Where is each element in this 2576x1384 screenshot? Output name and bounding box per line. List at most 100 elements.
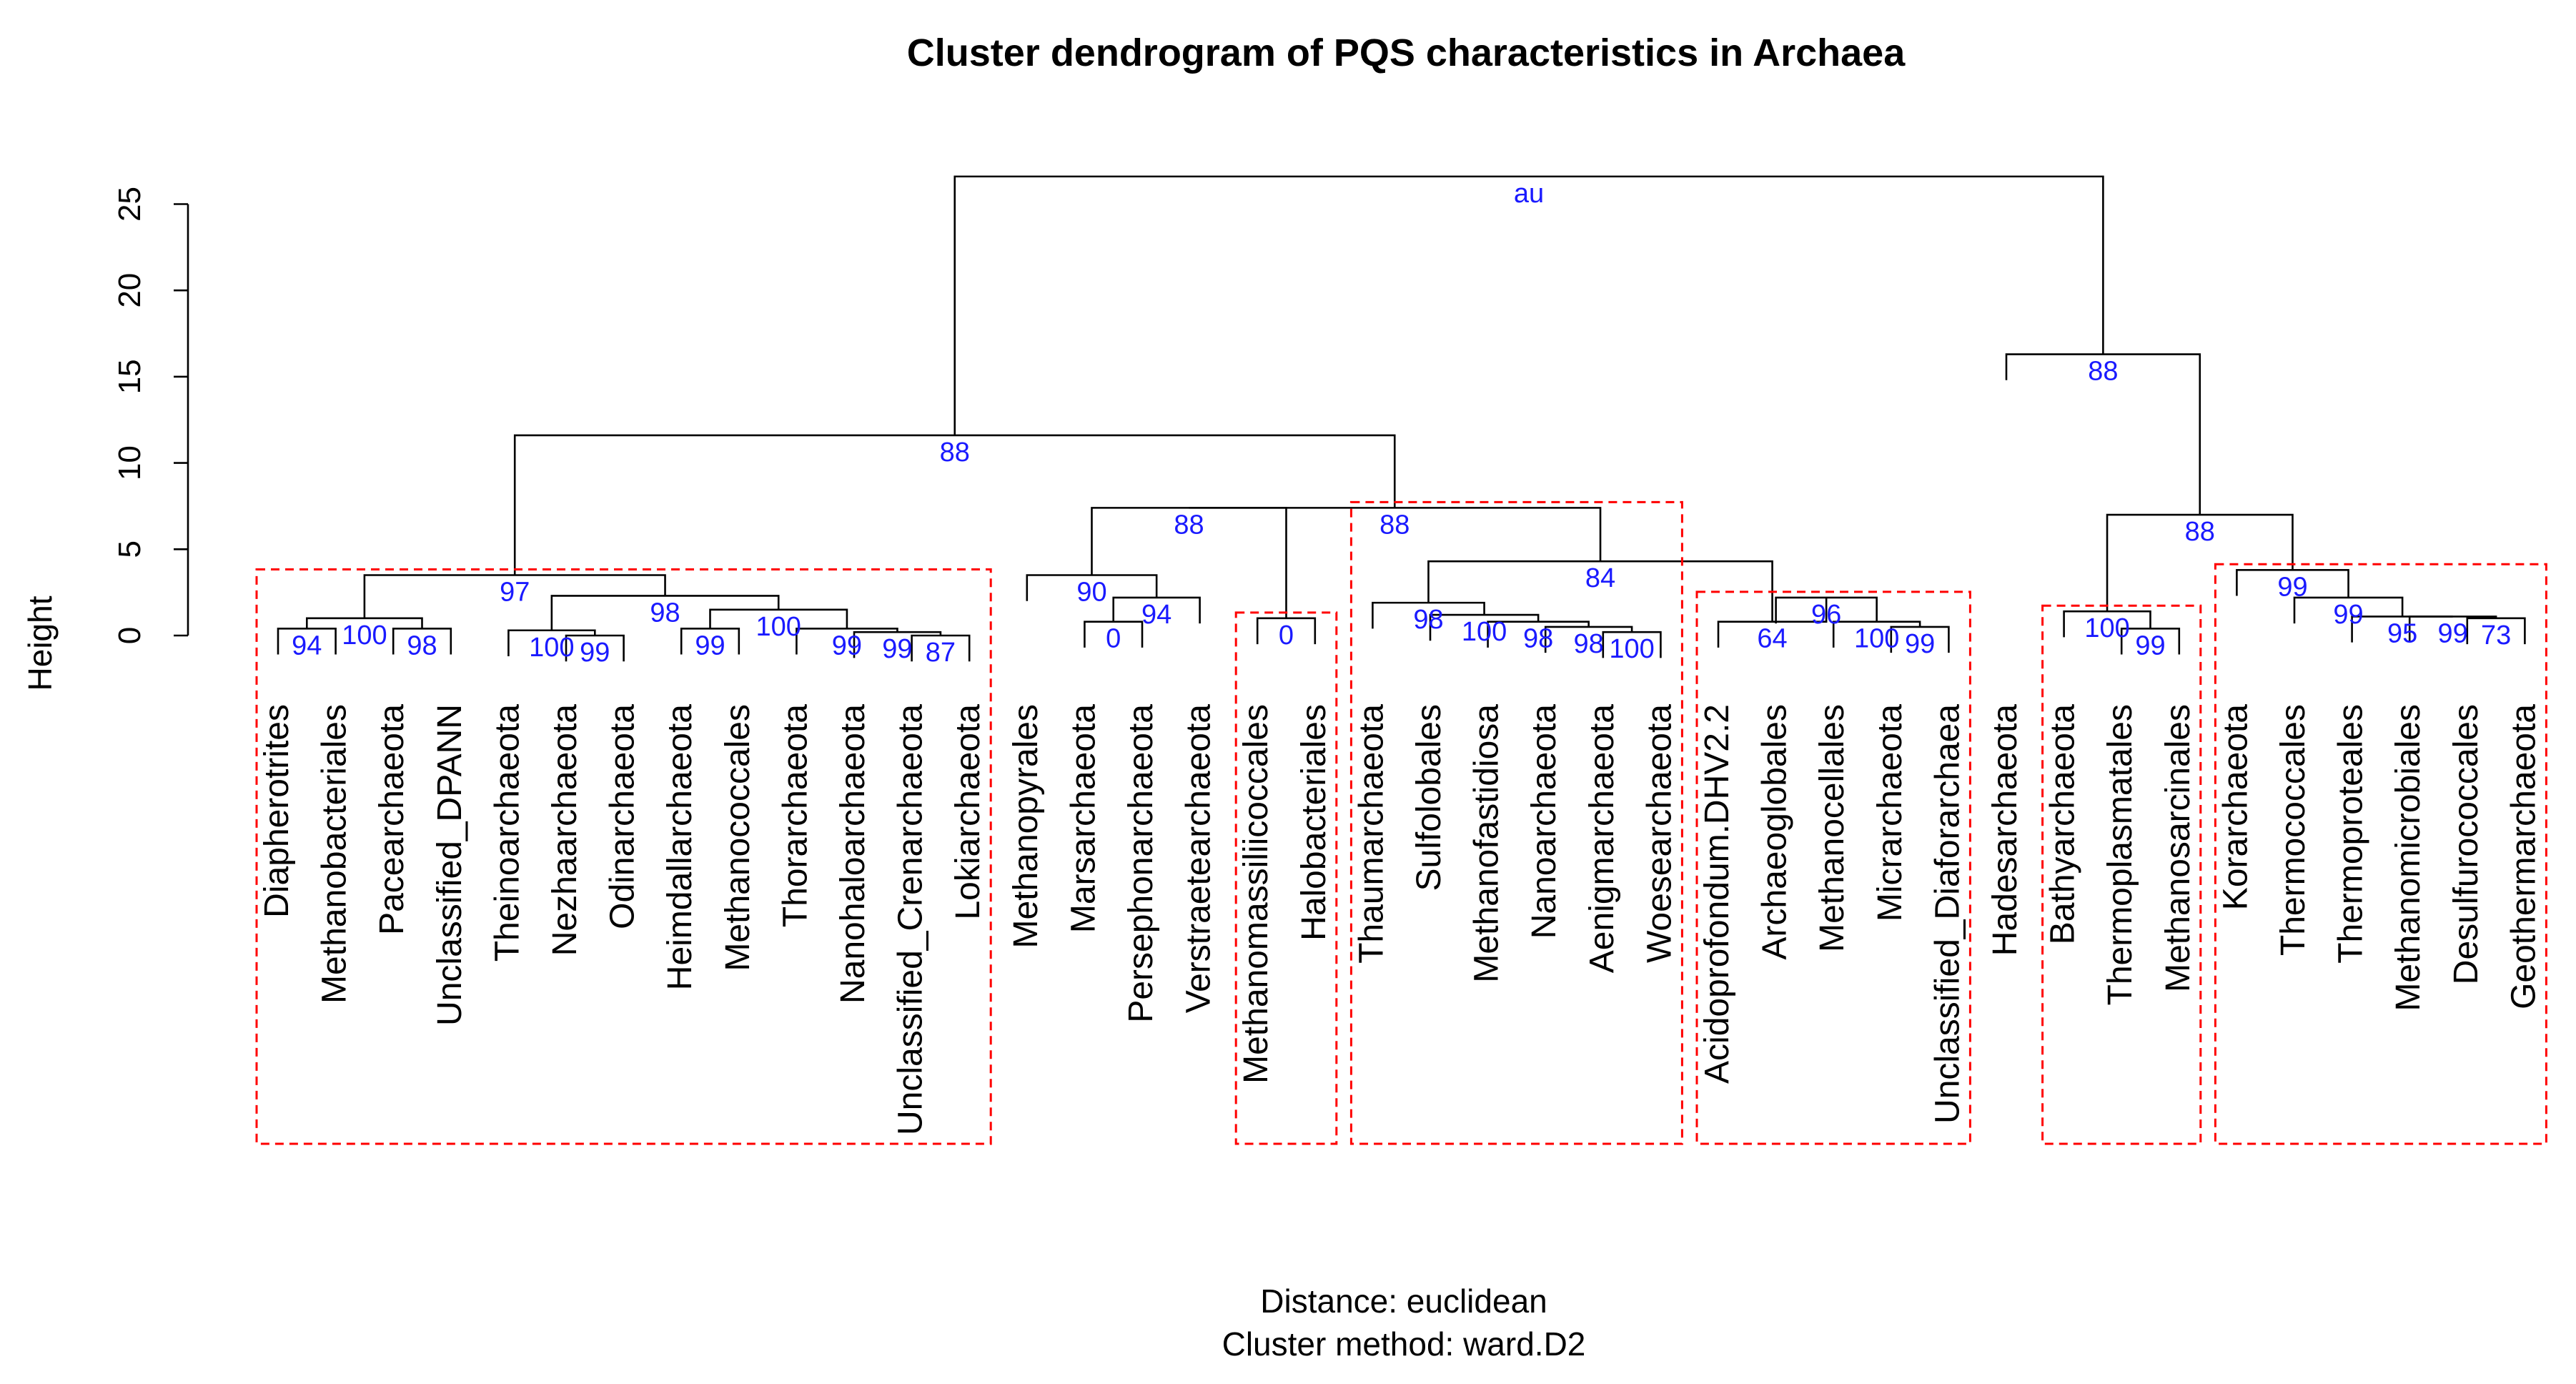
leaf-label: Woesearchaeota — [1640, 704, 1678, 963]
leaf-label: Korarchaeota — [2216, 704, 2254, 910]
y-axis-tick-label: 20 — [112, 273, 147, 308]
leaf-label: Aenigmarchaeota — [1583, 704, 1621, 974]
leaf-label: Nanohaloarchaeota — [834, 704, 872, 1004]
au-pvalue-label: 94 — [1141, 600, 1171, 630]
leaf-label: Lokiarchaeota — [949, 704, 987, 920]
au-pvalue-label: 98 — [407, 631, 437, 661]
au-pvalue-label: 98 — [650, 598, 680, 628]
dendrogram-links — [277, 175, 2526, 662]
leaf-label: Archaeoglobales — [1756, 704, 1794, 960]
cluster-rectangle — [1234, 611, 1338, 1145]
leaf-label: Theinoarchaeota — [488, 704, 526, 962]
au-pvalue-label: 98 — [1523, 624, 1553, 654]
dendrogram-link — [2351, 616, 2453, 643]
dendrogram-link — [1091, 507, 1287, 618]
y-axis: 0 5 10 15 20 25 Height — [21, 187, 189, 691]
au-pvalue-label: 98 — [1574, 629, 1604, 659]
leaf-label: Geothermarchaeota — [2505, 704, 2542, 1009]
leaf-label: Acidoprofondum.DHV2.2 — [1698, 704, 1736, 1084]
au-pvalue-label: 88 — [2088, 357, 2118, 387]
au-pvalue-label: 99 — [580, 638, 610, 668]
cluster-rectangle — [255, 568, 992, 1145]
leaf-label: Thermoplasmatales — [2101, 704, 2139, 1006]
y-axis-tick-label: 25 — [112, 187, 147, 222]
leaf-label: Micrarchaeota — [1871, 704, 1909, 921]
au-pvalue-label: 99 — [1905, 629, 1935, 659]
leaf-label: Methanomicrobiales — [2389, 704, 2427, 1012]
au-pvalue-label: 100 — [1854, 624, 1899, 654]
cluster-rectangle — [2041, 604, 2202, 1145]
leaf-label: Methanopyrales — [1007, 704, 1045, 949]
au-pvalue-label: 98 — [1413, 605, 1443, 635]
cluster-rectangle — [1695, 590, 1971, 1145]
au-pvalue-label: au — [1514, 179, 1544, 209]
leaf-label: Unclassified_DPANN — [431, 704, 469, 1026]
leaf-label: Persephonarchaeota — [1122, 704, 1160, 1023]
au-pvalue-label: 64 — [1757, 624, 1787, 654]
leaf-label: Thermococcales — [2274, 704, 2312, 956]
leaf-label: Bathyarchaeota — [2044, 704, 2082, 945]
y-axis-label: Height — [21, 595, 59, 691]
au-pvalue-label: 84 — [1585, 563, 1615, 593]
leaf-label: Halobacteriales — [1295, 704, 1333, 941]
leaf-label: Marsarchaeota — [1064, 704, 1102, 933]
leaf-label: Odinarchaeota — [604, 704, 642, 929]
leaf-label: Verstraetearchaeota — [1180, 704, 1218, 1014]
leaf-label: Methanococcales — [719, 704, 757, 972]
leaf-label: Methanobacteriales — [316, 704, 354, 1004]
y-axis-tick-label: 10 — [112, 445, 147, 480]
cluster-rectangle — [2214, 563, 2547, 1145]
au-pvalue-label: 97 — [500, 578, 530, 608]
cluster-boxes — [255, 500, 2547, 1145]
au-pvalue-label: 88 — [1174, 510, 1204, 540]
leaf-label: Hadesarchaeota — [1986, 704, 2024, 957]
dendrogram-link — [953, 175, 2104, 435]
au-pvalue-label: 100 — [342, 621, 387, 651]
au-pvalue-label: 88 — [2185, 517, 2215, 547]
leaf-label: Heimdallarchaeota — [661, 704, 699, 991]
dendrogram-link — [1189, 507, 1602, 562]
au-pvalue-label: 100 — [1609, 634, 1654, 664]
leaf-label: Methanocellales — [1813, 704, 1851, 952]
chart-title: Cluster dendrogram of PQS characteristic… — [907, 31, 1906, 74]
au-pvalue-label: 94 — [292, 631, 322, 661]
au-pvalue-label: 96 — [1811, 600, 1841, 630]
leaf-label: Methanosarcinales — [2159, 704, 2197, 992]
au-pvalue-label: 0 — [1279, 621, 1294, 651]
leaf-label: Diapherotrites — [258, 704, 296, 918]
cluster-method-subtitle: Cluster method: ward.D2 — [1222, 1325, 1586, 1363]
au-pvalue-label: 88 — [1379, 510, 1410, 540]
au-pvalue-label: 99 — [695, 631, 725, 661]
leaf-label: Desulfurococcales — [2447, 704, 2485, 984]
y-axis-ticks: 0 5 10 15 20 25 — [112, 187, 188, 644]
au-pvalue-label: 90 — [1076, 578, 1106, 608]
au-pvalue-label: 99 — [2333, 600, 2363, 630]
au-pvalue-label: 99 — [2135, 631, 2165, 661]
leaf-label: Thorarchaeota — [776, 704, 814, 927]
au-pvalue-label: 99 — [882, 634, 912, 664]
au-pvalue-label: 99 — [2277, 572, 2307, 602]
leaf-label: Nanoarchaeota — [1525, 704, 1563, 939]
y-axis-tick-label: 5 — [112, 540, 147, 558]
au-pvalue-label: 100 — [529, 633, 574, 663]
leaf-label: Methanomassiliicoccales — [1237, 704, 1275, 1084]
au-pvalue-label: 100 — [2084, 613, 2129, 643]
au-pvalue-label: 99 — [2438, 618, 2468, 648]
cluster-rectangle — [1349, 500, 1683, 1145]
y-axis-tick-label: 15 — [112, 359, 147, 394]
y-axis-tick-label: 0 — [112, 627, 147, 644]
au-pvalue-label: 88 — [940, 438, 970, 468]
au-pvalue-label: 100 — [756, 612, 801, 642]
leaf-label: Unclassified_Crenarchaeota — [892, 704, 930, 1135]
leaf-label: Sulfolobales — [1410, 704, 1448, 891]
leaf-label: Unclassified_Diaforarchaea — [1928, 704, 1966, 1124]
au-pvalue-label: 87 — [926, 638, 956, 668]
leaf-label: Thermoproteales — [2332, 704, 2370, 964]
au-pvalue-label: 95 — [2387, 618, 2417, 648]
leaf-label: Thaumarchaeota — [1352, 704, 1390, 964]
distance-subtitle: Distance: euclidean — [1260, 1282, 1547, 1320]
au-pvalue-label: 100 — [1462, 617, 1507, 647]
au-pvalue-label: 99 — [832, 631, 862, 661]
